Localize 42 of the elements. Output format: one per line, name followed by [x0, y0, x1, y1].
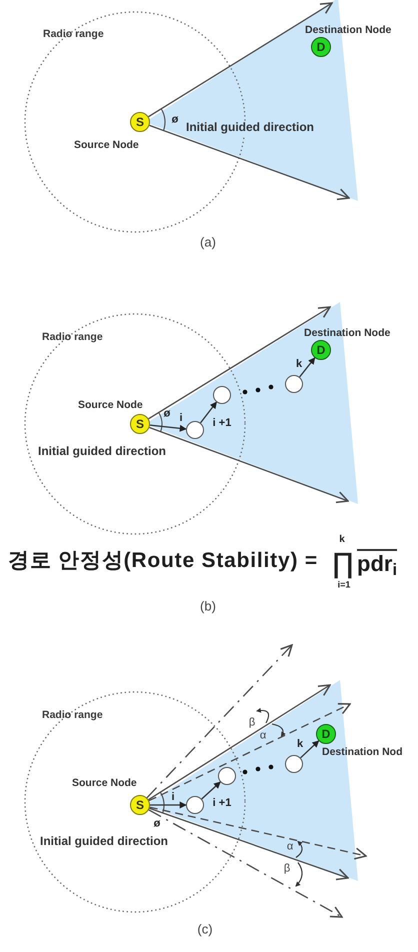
- node-caption: Destination Node: [304, 326, 390, 340]
- hop-arrow: [150, 802, 187, 808]
- node-caption: Source Node: [74, 138, 139, 152]
- node-caption: Destination Nod: [322, 746, 402, 758]
- range-label: Radio range: [42, 330, 103, 344]
- hop-arrow: [300, 740, 320, 758]
- angle-label: α: [286, 840, 294, 854]
- hop-arrow: [201, 782, 221, 800]
- range-label: Radio range: [42, 708, 103, 722]
- node-caption: Source Node: [78, 398, 143, 412]
- direction-label: Initial guided direction: [185, 121, 316, 135]
- edge-label: i: [179, 412, 183, 424]
- node-caption: Destination Node: [305, 24, 392, 36]
- source-node: S: [130, 414, 150, 434]
- angle-label: β: [284, 862, 290, 876]
- panel-caption: (b): [200, 600, 216, 614]
- range-label: Radio range: [43, 28, 104, 40]
- angle-symbol: ø: [164, 408, 170, 420]
- product-lower-limit: i=1: [338, 580, 350, 590]
- product-symbol: ∏: [332, 550, 354, 578]
- hop-arrow: [299, 357, 316, 378]
- formula-term: pdr$_{i}$: [357, 549, 398, 575]
- panel-caption: (a): [200, 236, 216, 250]
- source-node: S: [130, 112, 150, 132]
- node-caption: Source Node: [72, 776, 137, 790]
- formula-text: 경로 안정성(Route Stability) =: [8, 548, 318, 574]
- hop-arrow: [150, 424, 187, 432]
- edge-label: k: [296, 358, 302, 370]
- hop-arrow: [200, 402, 218, 424]
- angle-label: α: [260, 730, 266, 742]
- edge-label: i +1: [212, 416, 232, 430]
- product-upper-limit: k: [339, 535, 345, 545]
- direction-label: Initial guided direction: [38, 445, 166, 459]
- panel-caption: (c): [197, 922, 213, 938]
- angle-symbol: ø: [172, 114, 178, 126]
- edge-label: k: [296, 738, 304, 750]
- edge-label: i +1: [212, 796, 232, 810]
- source-node: S: [130, 795, 150, 815]
- direction-label: Initial guided direction: [40, 835, 168, 849]
- edge-label: i: [171, 790, 175, 804]
- angle-symbol: ø: [154, 818, 160, 830]
- angle-label: β: [248, 716, 256, 730]
